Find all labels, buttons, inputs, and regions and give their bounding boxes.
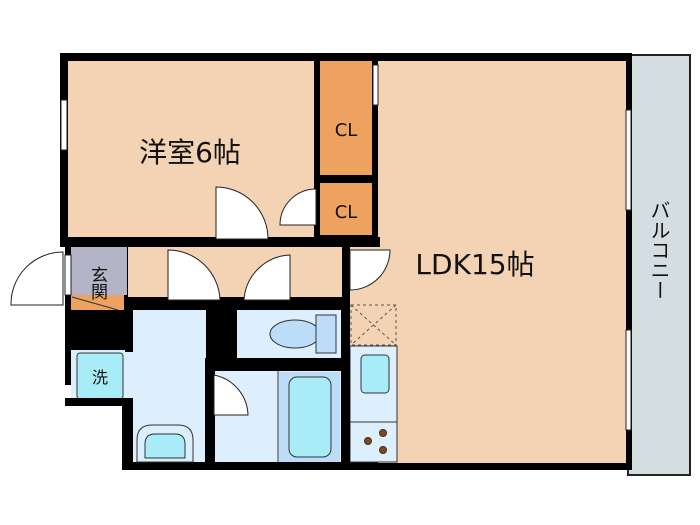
entrance bbox=[71, 247, 127, 295]
closet-2-label: CL bbox=[335, 202, 358, 223]
washer-label: 洗 bbox=[92, 368, 108, 387]
windows bbox=[60, 64, 632, 431]
closet-2 bbox=[320, 183, 372, 235]
hallway bbox=[128, 247, 342, 297]
toilet-icon bbox=[269, 319, 321, 349]
entrance-door[interactable] bbox=[10, 251, 64, 306]
ldk-label: LDK15帖 bbox=[415, 248, 534, 281]
bedroom-door[interactable] bbox=[215, 186, 269, 240]
ldk bbox=[378, 61, 626, 463]
bedroom-label: 洋室6帖 bbox=[139, 136, 241, 169]
closet-1-label: CL bbox=[335, 120, 358, 141]
bath-hall-door[interactable] bbox=[243, 254, 291, 301]
toilet-door[interactable] bbox=[167, 249, 221, 301]
fridge-space bbox=[350, 304, 397, 346]
bathroom-door[interactable] bbox=[213, 374, 249, 416]
interior-walls bbox=[60, 55, 380, 468]
sink-icon bbox=[360, 354, 390, 394]
balcony-label: バルコニー bbox=[647, 200, 671, 300]
ldk-door[interactable] bbox=[349, 249, 391, 291]
shoe-storage bbox=[71, 295, 124, 310]
bedroom bbox=[68, 61, 314, 237]
balcony bbox=[627, 54, 691, 476]
closet-1 bbox=[320, 61, 372, 175]
stove-icon bbox=[364, 429, 387, 454]
entrance-label: 玄関 bbox=[87, 266, 107, 300]
closet-2-door[interactable] bbox=[279, 188, 317, 226]
